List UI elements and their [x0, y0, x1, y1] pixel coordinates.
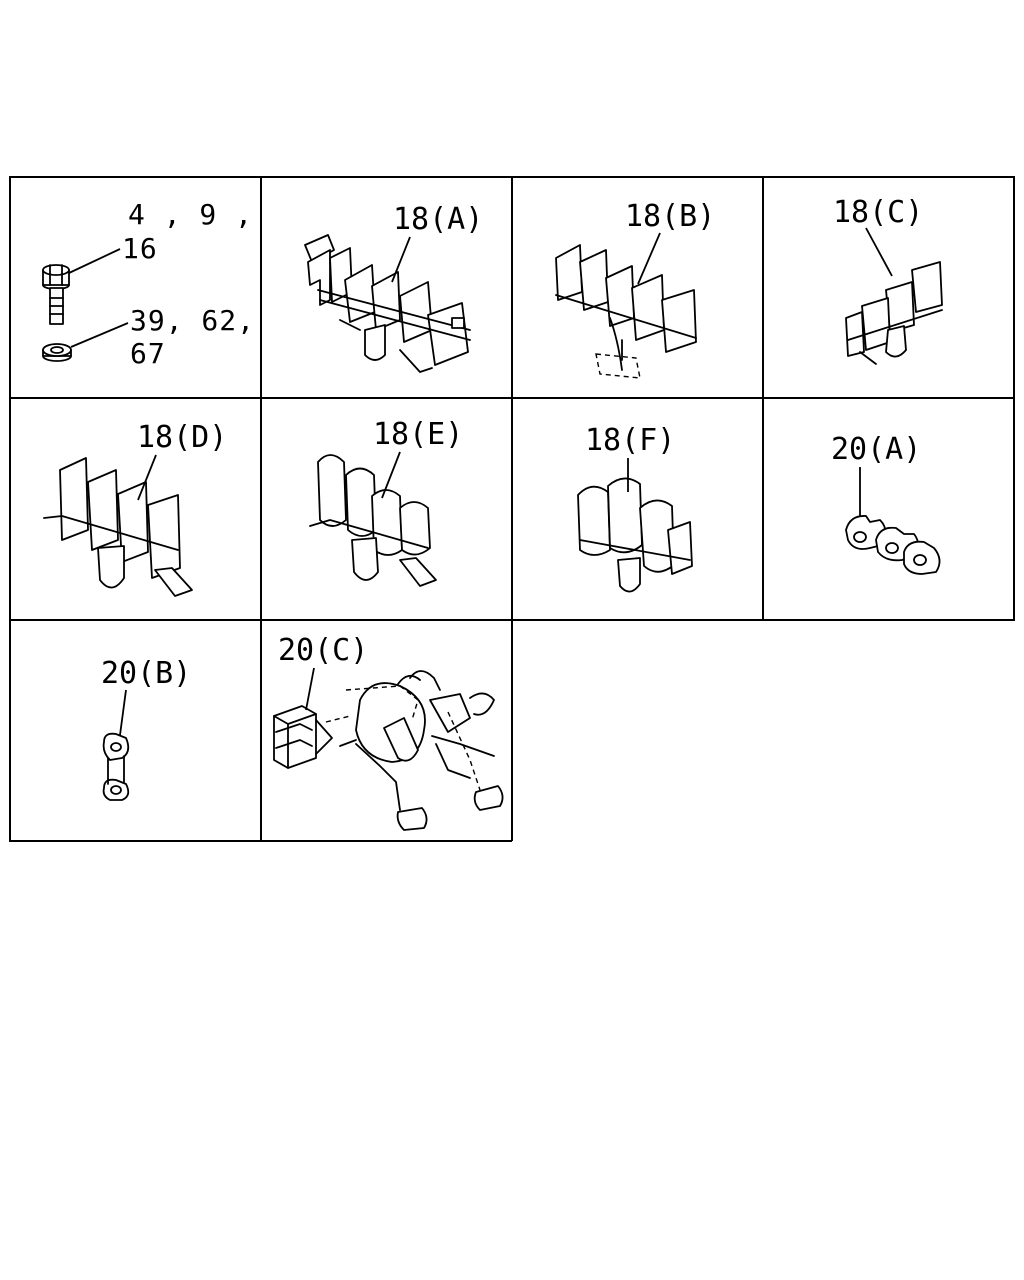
label-18C: 18(C): [833, 195, 923, 230]
clip-20B-icon: [102, 732, 130, 801]
cell-18E: 18(E): [309, 417, 463, 587]
label-18A: 18(A): [393, 202, 483, 237]
label-18B: 18(B): [625, 199, 715, 234]
clip-18D-icon: [43, 457, 193, 597]
cell-18F: 18(F): [577, 423, 693, 593]
cell-20A: 20(A): [831, 432, 941, 575]
clip-18B-icon: [555, 244, 697, 379]
clip-18E-icon: [309, 454, 437, 587]
mount-assembly-illustration: [325, 670, 504, 831]
label-18D: 18(D): [137, 420, 227, 455]
cell-18A: 18(A): [304, 202, 483, 373]
cell-bolt-nut: 4 , 9 , 16 39, 62, 67: [42, 198, 255, 370]
label-16: 16: [122, 232, 158, 265]
clip-20A-icon: [845, 515, 941, 575]
label-4-9: 4 , 9 ,: [128, 198, 253, 231]
cell-18D: 18(D): [43, 420, 227, 597]
cell-20C: 20(C): [273, 633, 504, 831]
clip-20C-icon: [273, 705, 333, 769]
label-20C: 20(C): [278, 633, 368, 668]
flange-bolt-icon: [42, 264, 70, 325]
label-20A: 20(A): [831, 432, 921, 467]
clip-18C-icon: [845, 261, 943, 365]
label-39-62: 39, 62,: [130, 304, 255, 337]
flange-nut-icon: [42, 343, 72, 362]
cell-20B: 20(B): [101, 656, 191, 801]
clip-18F-icon: [577, 477, 693, 593]
grid-frame: [9, 176, 1015, 842]
clip-18A-icon: [304, 234, 471, 373]
cell-18B: 18(B): [555, 199, 715, 379]
label-18F: 18(F): [585, 423, 675, 458]
cell-18C: 18(C): [833, 195, 943, 365]
label-18E: 18(E): [373, 417, 463, 452]
label-20B: 20(B): [101, 656, 191, 691]
label-67: 67: [130, 337, 166, 370]
